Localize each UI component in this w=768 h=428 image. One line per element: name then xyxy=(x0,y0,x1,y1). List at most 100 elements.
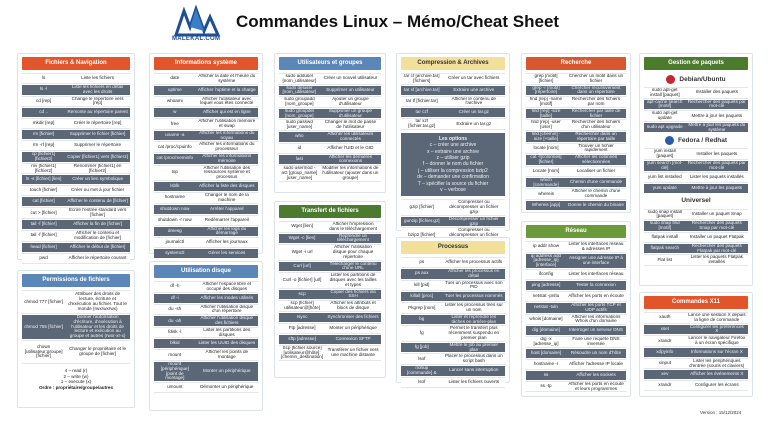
command-description: Configurer les préférences X xyxy=(685,324,748,335)
option-line: T – spécifier la source du fichier xyxy=(417,180,489,187)
command-description: Démonter un périphérique xyxy=(195,382,258,394)
command-text: touch [fichier] xyxy=(22,185,66,197)
version-label: Version : 15/12/2024 xyxy=(700,410,742,415)
command-text: shutdown now xyxy=(154,204,196,214)
command-text: host [domaine] xyxy=(526,348,566,358)
command-text: tar cf [archive.tar] [fichiers] xyxy=(401,73,443,85)
command-description: Lister les paquets installés xyxy=(685,171,748,183)
command-description: Créer un tar avec fichiers xyxy=(442,73,505,85)
command-text: cp [fichier1] [fichier2] xyxy=(22,152,66,162)
card-permissions: Permissions de fichiers chmod 777 [fichi… xyxy=(17,270,135,408)
command-row: find [rep] -user [user]Rechercher des fi… xyxy=(526,119,626,131)
debian-label: Debian/Ubuntu xyxy=(679,75,726,83)
command-description: Localiser un fichier xyxy=(566,165,626,177)
command-description: Supprimer un utilisateur xyxy=(319,85,381,96)
command-description: Afficher l'utilisation des ressources sy… xyxy=(195,164,258,181)
command-description: Tester la connexion xyxy=(566,280,626,290)
command-row: cut -f[colonnes] [fichier]Afficher les c… xyxy=(526,155,626,165)
page-title: Commandes Linux – Mémo/Cheat Sheet xyxy=(236,12,560,31)
command-description: Rechercher des paquets par mot-clé xyxy=(685,99,748,110)
command-row: whois [domaine]Afficher les informations… xyxy=(526,313,626,326)
universel-heading: Universel xyxy=(644,194,748,208)
command-description: Monter un périphérique xyxy=(325,322,381,334)
option-line: c – créer une archive xyxy=(429,142,477,149)
command-text: find [rep] -size [taille] xyxy=(526,108,566,119)
command-description: Créer un tar.gz xyxy=(442,108,505,118)
command-row: sudo adduser [nom_utilisateur]Créer un n… xyxy=(279,73,381,85)
command-description: Afficher les points de montage xyxy=(195,349,258,361)
command-text: journalctl xyxy=(154,237,196,249)
command-description: Arrêter l'appareil xyxy=(195,204,258,214)
command-text: last xyxy=(279,154,320,165)
command-row: sudo deluser [nom_utilisateur]Supprimer … xyxy=(279,85,381,96)
command-row: head [fichier]Afficher le début de [fich… xyxy=(22,242,130,252)
card-title-reseau: Réseau xyxy=(526,225,626,238)
legend-line: 1 – execute (x) xyxy=(60,379,92,385)
command-text: du -ah xyxy=(154,316,196,326)
command-row: scp [fichier] utilisateur@[hôte]Afficher… xyxy=(279,300,381,312)
command-text: ifconfig xyxy=(526,268,566,280)
command-description: Afficher le contenu et modification de [… xyxy=(65,229,130,242)
command-description: Afficher les utilisateurs connectés xyxy=(319,131,381,142)
command-description: Transférer un fichier vers une machine d… xyxy=(325,344,381,362)
command-row: yum install [paquet]Installer les paquet… xyxy=(644,148,748,160)
command-description: Renommer [fichier1] en [fichier2] xyxy=(65,162,130,175)
rows-compression: tar cf [archive.tar] [fichiers]Créer un … xyxy=(401,72,505,131)
option-line: dv – demander une confirmation xyxy=(417,174,489,181)
rows-universel: sudo snap install [paquet]Installer un p… xyxy=(644,208,748,267)
legend-line: Ordre : propriétaire/groupe/autres xyxy=(38,384,114,390)
command-row: Ftp [adresse]Monter un périphérique xyxy=(279,322,381,334)
command-text: cut -f[colonnes] [fichier] xyxy=(526,155,566,165)
command-row: cp [fichier1] [fichier2]Copier [fichier1… xyxy=(22,152,130,162)
command-description: Résoudre un nom d'hôte xyxy=(566,348,626,358)
command-row: gunzip [fichier.gz]Décompresser un fichi… xyxy=(401,216,505,227)
command-description: Créer le répertoire [rep] xyxy=(65,118,130,130)
command-text: chmod 755 [fichier] xyxy=(22,315,66,339)
command-row: yum search [mot-clé]Rechercher des paque… xyxy=(644,160,748,171)
command-description: Extraire un tar.gz xyxy=(442,118,505,130)
command-row: tar xzf [fichier.tar.gz]Extraire un tar.… xyxy=(401,118,505,130)
command-description: Changer le mot de passe de l'utilisateur xyxy=(319,119,381,131)
command-text: whois [domaine] xyxy=(526,313,566,326)
debian-icon xyxy=(666,74,676,84)
command-description: Informations sur l'écran X xyxy=(685,347,748,357)
command-text: Wget -i url xyxy=(279,244,326,261)
command-description: Rechercher des paquets Snap par mot-clé xyxy=(685,221,748,231)
command-description: Installer des paquets xyxy=(685,87,748,99)
command-row: Curl -o [fichier] [url]Lister les partit… xyxy=(279,272,381,289)
command-text: cut > [fichier] xyxy=(22,207,66,219)
command-description: Afficher la date et l'heure du système xyxy=(195,73,258,85)
command-row: tar cf [archive.tar] [fichiers]Créer un … xyxy=(401,73,505,85)
command-text: sftp [adresse] xyxy=(279,334,326,344)
command-description: Change le répertoire vers [rep] xyxy=(65,95,130,108)
option-line: j – utiliser la compression bzip2 xyxy=(418,167,488,174)
command-text: gunzip [fichier.gz] xyxy=(401,216,443,227)
command-description: Supprimer le fichier [fichier] xyxy=(65,130,130,140)
command-description: Faire une requête DNS inversée xyxy=(566,336,626,348)
command-text: head [fichier] xyxy=(22,242,66,252)
card-utilisateurs: Utilisateurs et groupes sudo adduser [no… xyxy=(274,53,386,193)
command-description: Synchroniser des fichiers xyxy=(325,312,381,322)
command-text: scp [fichier] utilisateur@[hôte] xyxy=(279,300,326,312)
command-description: Donne le chemin du binaire xyxy=(566,200,626,210)
command-text: dmesg xyxy=(154,226,196,237)
command-description: Changer le propriétaire et le groupe de … xyxy=(65,339,130,364)
command-text: ping [adresse] xyxy=(526,280,566,290)
